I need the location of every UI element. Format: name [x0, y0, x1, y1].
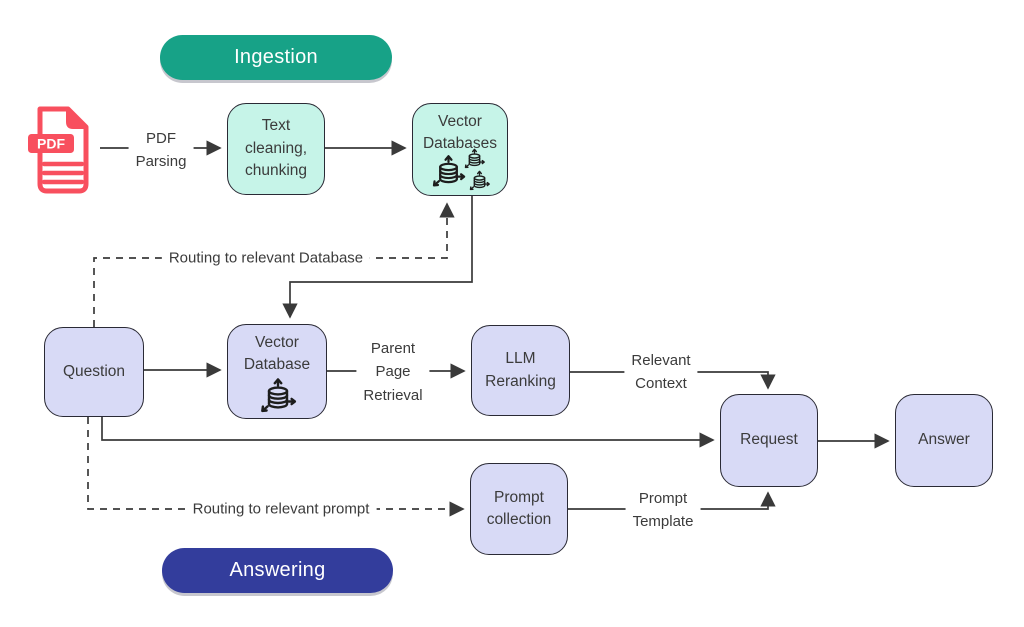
database-icon — [464, 148, 485, 169]
ingestion-section-pill: Ingestion — [160, 35, 392, 80]
node-vector-database: Vector Database — [227, 324, 327, 419]
node-label: Answer — [918, 431, 970, 449]
node-prompt-collection: Prompt collection — [470, 463, 568, 555]
node-label: Text cleaning, chunking — [244, 117, 308, 180]
node-label: LLM Reranking — [485, 350, 556, 390]
answering-section-pill: Answering — [162, 548, 393, 593]
node-label: Vector Databases — [422, 113, 498, 153]
database-icon — [469, 170, 490, 191]
node-answer: Answer — [895, 394, 993, 487]
edge-vector-databases-to-vector-database — [282, 196, 473, 319]
edge-label-routing-prompt: Routing to relevant prompt — [185, 496, 377, 522]
node-request: Request — [720, 394, 818, 487]
node-text-cleaning-chunking: Text cleaning, chunking — [227, 103, 325, 195]
node-vector-databases: Vector Databases — [412, 103, 508, 196]
edge-label-prompt-template: Prompt Template — [625, 485, 701, 535]
edge-label-routing-database: Routing to relevant Database — [161, 245, 371, 271]
edge-routing-to-prompt — [87, 417, 465, 517]
node-label: Question — [62, 362, 126, 380]
node-question: Question — [44, 327, 144, 417]
node-label: Prompt collection — [486, 488, 552, 528]
pdf-file-icon: PDF — [24, 104, 96, 201]
node-label: Request — [740, 431, 798, 449]
node-label: Vector Database — [243, 334, 311, 374]
pdf-icon-label: PDF — [37, 136, 65, 152]
edge-routing-to-database — [93, 202, 455, 327]
edge-label-relevant-context: Relevant Context — [624, 347, 698, 397]
edge-question-to-request — [101, 417, 715, 448]
edge-label-parent-page-retrieval: Parent Page Retrieval — [356, 336, 430, 408]
database-icon — [261, 378, 297, 413]
database-icon — [432, 155, 466, 187]
node-llm-reranking: LLM Reranking — [471, 325, 570, 416]
edge-label-pdf-parsing: PDF Parsing — [128, 125, 194, 175]
